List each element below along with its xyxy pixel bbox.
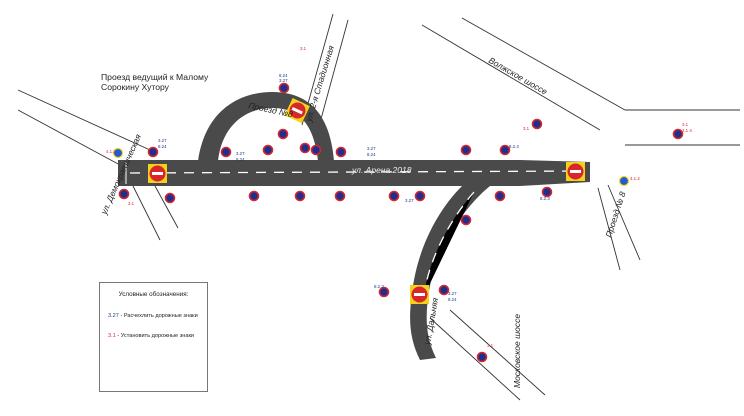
lane-markings bbox=[129, 170, 586, 297]
no-stopping-signs bbox=[118, 82, 684, 363]
legend-text-uncover: - Расчехлить дорожные знаки bbox=[118, 313, 198, 319]
street-arena: ул. Арена 2018 bbox=[351, 165, 412, 175]
svg-text:3.1: 3.1 bbox=[523, 126, 530, 131]
street-volzhskoe: Волжское шоссе bbox=[487, 55, 549, 97]
svg-text:3.1: 3.1 bbox=[300, 46, 307, 51]
svg-text:4.1.2: 4.1.2 bbox=[106, 149, 116, 154]
legend: Условные обозначения: 3.27 - Расчехлить … bbox=[99, 282, 208, 392]
svg-text:8.2.3: 8.2.3 bbox=[509, 144, 519, 149]
street-stadionnaya: ул. 2-я Стадионная bbox=[303, 44, 336, 124]
svg-text:3.1: 3.1 bbox=[128, 201, 135, 206]
svg-text:3.27: 3.27 bbox=[448, 291, 457, 296]
svg-text:3.1 4: 3.1 4 bbox=[682, 128, 692, 133]
svg-text:8.24: 8.24 bbox=[236, 157, 245, 162]
street-proezd-right: Проезд № 8 bbox=[603, 190, 627, 238]
note-proezd: Проезд ведущий к Малому Сорокину Хутору bbox=[101, 72, 209, 92]
legend-row-uncover: 3.27 - Расчехлить дорожные знаки bbox=[108, 313, 203, 320]
svg-text:8.24: 8.24 bbox=[279, 73, 288, 78]
legend-text-install: - Установить дорожные знаки bbox=[115, 333, 195, 339]
svg-text:3.27: 3.27 bbox=[405, 198, 414, 203]
no-entry-sign-top bbox=[284, 98, 310, 124]
dalnyaya-road bbox=[410, 186, 490, 360]
svg-text:8.2.3: 8.2.3 bbox=[540, 196, 550, 201]
sign-labels: 3.27 8.24 3.27 8.24 3.27 8.24 3.27 8.24 … bbox=[106, 46, 692, 348]
no-entry-sign-bottom bbox=[410, 285, 429, 304]
no-entry-sign-right bbox=[566, 162, 585, 181]
svg-text:3.27: 3.27 bbox=[279, 78, 288, 83]
no-entry-sign-left bbox=[148, 164, 167, 183]
legend-code-31: 3.1 bbox=[108, 333, 116, 339]
road-edges bbox=[17, 13, 740, 401]
legend-code-327: 3.27 bbox=[108, 313, 119, 319]
direction-signs bbox=[112, 147, 630, 187]
street-moskovskoe: Московское шоссе bbox=[512, 314, 522, 388]
svg-text:3.27: 3.27 bbox=[236, 151, 245, 156]
svg-text:3.27: 3.27 bbox=[367, 146, 376, 151]
svg-text:4.1.2: 4.1.2 bbox=[630, 176, 640, 181]
legend-row-install: 3.1 - Установить дорожные знаки bbox=[108, 333, 203, 340]
svg-text:8.24: 8.24 bbox=[158, 144, 167, 149]
main-road-arena bbox=[118, 160, 590, 186]
svg-text:3.1: 3.1 bbox=[682, 122, 689, 127]
svg-text:8.2.3: 8.2.3 bbox=[374, 284, 384, 289]
svg-text:3.27: 3.27 bbox=[158, 138, 167, 143]
svg-text:8.24: 8.24 bbox=[448, 297, 457, 302]
svg-text:8.24: 8.24 bbox=[367, 152, 376, 157]
svg-text:3.1: 3.1 bbox=[487, 343, 494, 348]
legend-title: Условные обозначения: bbox=[118, 291, 189, 298]
